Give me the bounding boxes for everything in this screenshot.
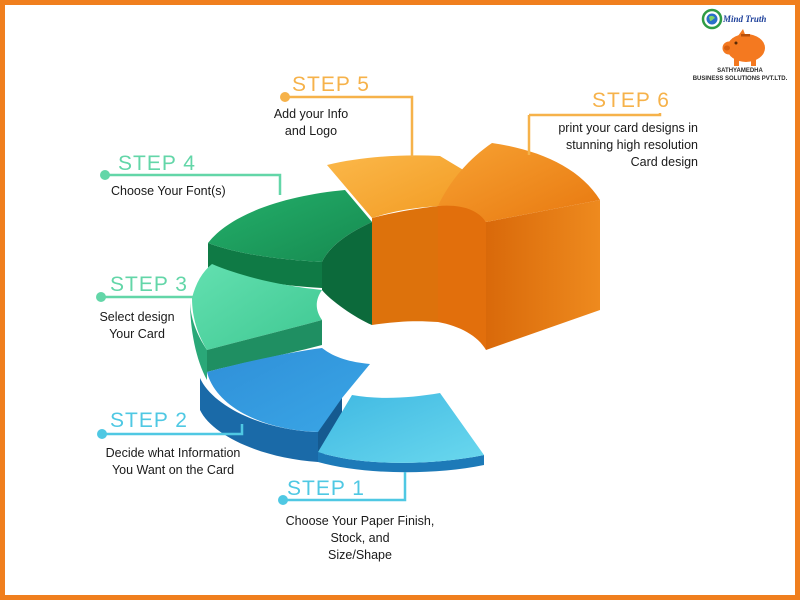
company-logo: Mind Truth SATHYAMEDHA BUSINESS SOLUTION… <box>688 8 792 86</box>
step-3-line-2: Your Card <box>109 327 165 341</box>
segment-step-1 <box>318 393 484 473</box>
step-6-line-3: Card design <box>630 155 698 169</box>
step-3-line-1: Select design <box>99 310 175 324</box>
leader-line-step-6 <box>529 113 662 117</box>
step-1-description: Choose Your Paper Finish, Stock, and Siz… <box>265 513 455 564</box>
step-5-title: STEP 5 <box>292 73 370 96</box>
leader-line-step-2 <box>102 424 244 436</box>
step-2-title: STEP 2 <box>110 409 188 432</box>
leader-dot-step-5 <box>280 92 290 102</box>
step-6-line-1: print your card designs in <box>558 121 698 135</box>
step-1-line-2: Stock, and <box>330 531 390 545</box>
segment-step-5 <box>327 155 470 325</box>
step-4-description: Choose Your Font(s) <box>111 183 226 200</box>
leader-dot-step-1 <box>278 495 288 505</box>
segment-step-6 <box>438 143 600 350</box>
step-6-description: print your card designs in stunning high… <box>530 120 698 171</box>
step-6-line-2: stunning high resolution <box>565 138 698 152</box>
piggy-bank-icon <box>701 8 765 66</box>
logo-title: Mind Truth <box>723 14 767 24</box>
step-5-line-2: and Logo <box>284 124 338 138</box>
step-2-line-2: You Want on the Card <box>111 463 235 477</box>
leader-line-step-5 <box>285 95 414 157</box>
step-1-title: STEP 1 <box>287 477 365 500</box>
leader-line-step-1 <box>283 472 407 502</box>
leader-line-step-4 <box>105 173 282 195</box>
step-2-description: Decide what Information You Want on the … <box>78 445 268 479</box>
step-1-line-3: Size/Shape <box>328 548 392 562</box>
step-3-description: Select design Your Card <box>82 309 192 343</box>
step-5-line-1: Add your Info <box>273 107 349 121</box>
step-4-line-1: Choose Your Font(s) <box>111 184 226 198</box>
segment-step-4 <box>208 190 372 325</box>
logo-subtitle-line-2: BUSINESS SOLUTIONS PVT.LTD. <box>692 76 788 82</box>
step-5-description: Add your Info and Logo <box>256 106 366 140</box>
leader-dots <box>96 92 290 505</box>
leader-dot-step-3 <box>96 292 106 302</box>
logo-subtitle-line-1: SATHYAMEDHA <box>717 68 763 74</box>
step-6-title: STEP 6 <box>592 89 670 112</box>
step-3-title: STEP 3 <box>110 273 188 296</box>
step-4-title: STEP 4 <box>118 152 196 175</box>
leader-lines <box>101 95 662 502</box>
step-1-line-1: Choose Your Paper Finish, <box>285 514 435 528</box>
leader-dot-step-2 <box>97 429 107 439</box>
step-2-line-1: Decide what Information <box>105 446 241 460</box>
leader-dot-step-4 <box>100 170 110 180</box>
segment-step-3 <box>190 264 322 380</box>
